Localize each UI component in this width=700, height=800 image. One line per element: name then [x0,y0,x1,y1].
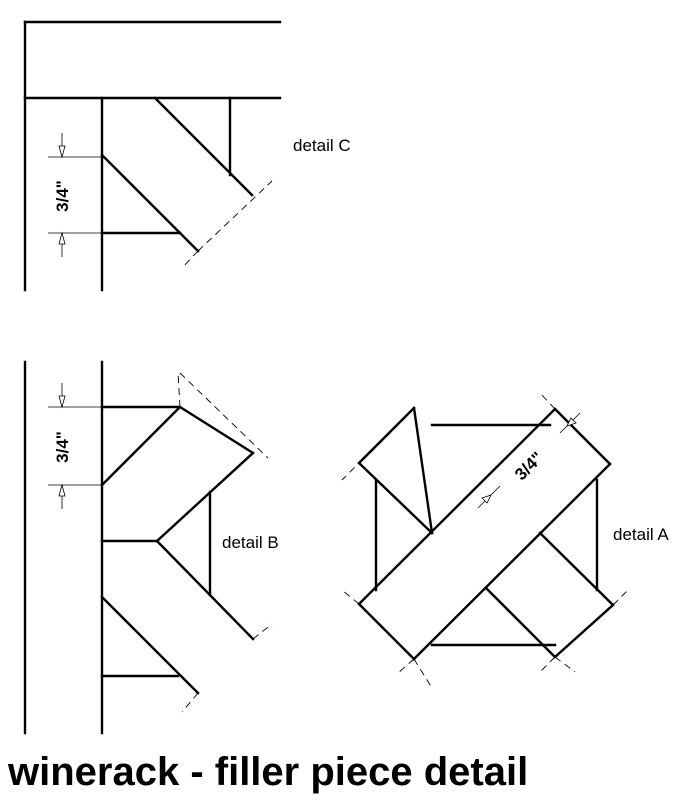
drawing-title: winerack - filler piece detail [7,750,528,794]
detail-b: 3/4" detail B [23,360,279,735]
detail-b-dimension: 3/4" [53,431,72,463]
detail-c-label: detail C [293,136,351,155]
detail-b-label: detail B [222,533,279,552]
detail-c-dimension: 3/4" [53,180,72,212]
detail-a: 3/4" detail A [341,392,669,689]
detail-c: 3/4" detail C [23,20,351,292]
detail-a-label: detail A [613,525,669,544]
detail-a-dimension: 3/4" [511,448,547,484]
